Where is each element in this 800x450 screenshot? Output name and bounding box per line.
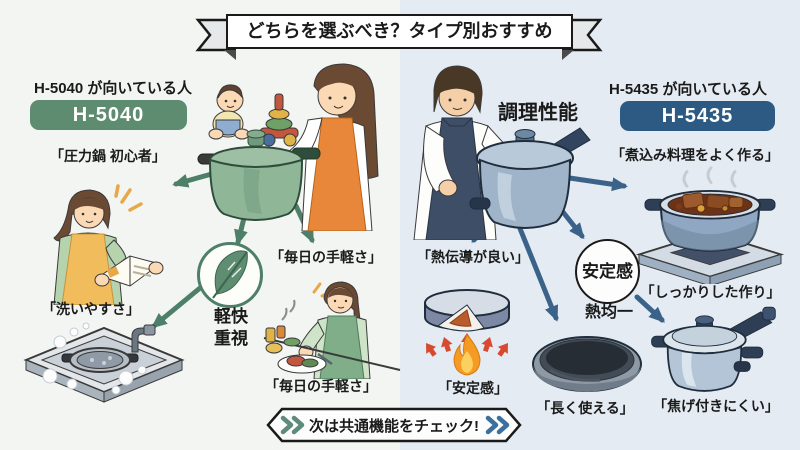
left-heading: H-5040 が向いている人	[34, 80, 192, 97]
heat-conduction-label: 「熱伝導が良い」	[417, 249, 529, 265]
cooker-body	[651, 306, 776, 392]
counter-and-food	[263, 325, 401, 374]
stew-often-label: 「煮込み料理をよく作る」	[611, 147, 779, 163]
burn-resistant-label: 「焦げ付きにくい」	[653, 398, 779, 414]
lightness-line2: 重視	[214, 329, 248, 348]
lightness-line1: 軽快	[214, 307, 248, 326]
sink-washing-illustration	[20, 320, 188, 408]
footer-banner: 次は共通機能をチェック!	[266, 407, 522, 443]
mother-with-pot-illustration	[196, 56, 394, 231]
daily-ease-bottom-label: 「毎日の手軽さ」	[265, 378, 377, 394]
lightness-priority-label: 軽快 重視	[201, 306, 261, 350]
feather-circle-icon	[195, 240, 265, 310]
footer-banner-shape	[266, 407, 522, 443]
steel-pressure-cooker	[469, 127, 591, 229]
stability-circle-badge: 安定感	[575, 239, 640, 304]
baby	[208, 84, 250, 140]
sparkle-icon	[114, 184, 143, 212]
woman-reading	[53, 189, 127, 305]
pot-in-sink	[61, 347, 139, 373]
chevrons-left-icon	[280, 415, 305, 435]
flame-icon	[453, 334, 481, 376]
reading-woman-illustration	[26, 180, 171, 305]
stability-label: 「安定感」	[438, 380, 508, 396]
soap-bubbles	[42, 322, 147, 395]
cooking-performance-label: 調理性能	[498, 102, 578, 124]
h5040-badge: H-5040	[30, 100, 187, 130]
manual-book	[94, 255, 164, 287]
dark-pan-illustration	[530, 326, 645, 398]
chevrons-right-icon	[485, 415, 510, 435]
stew-pan	[644, 189, 776, 252]
footer-banner-text: 次は共通機能をチェック!	[309, 418, 479, 435]
pressure-cooker-illustration	[648, 300, 778, 395]
long-lasting-label: 「長く使える」	[536, 400, 634, 416]
steam-lines	[682, 166, 737, 188]
solid-build-label: 「しっかりした作り」	[640, 284, 781, 300]
heat-uniform-label: 熱均一	[584, 304, 633, 321]
beginner-label: 「圧力鍋 初心者」	[50, 148, 166, 164]
heat-conduction-illustration	[414, 281, 520, 381]
baby-toys	[259, 93, 299, 147]
right-heading: H-5435 が向いている人	[609, 81, 767, 98]
motion-lines	[281, 299, 296, 321]
daily-ease-top-label: 「毎日の手軽さ」	[270, 249, 382, 265]
h5435-badge: H-5435	[620, 101, 775, 131]
mother	[283, 63, 379, 231]
cooking-woman-illustration	[262, 276, 402, 379]
page-title: どちらを選ぶべき？タイプ別おすすめ	[226, 14, 573, 49]
man-with-pot-illustration	[398, 60, 593, 240]
stew-pot-illustration	[631, 166, 789, 284]
easy-to-wash-label: 「洗いやすさ」	[42, 301, 140, 317]
layered-disc	[424, 289, 510, 332]
